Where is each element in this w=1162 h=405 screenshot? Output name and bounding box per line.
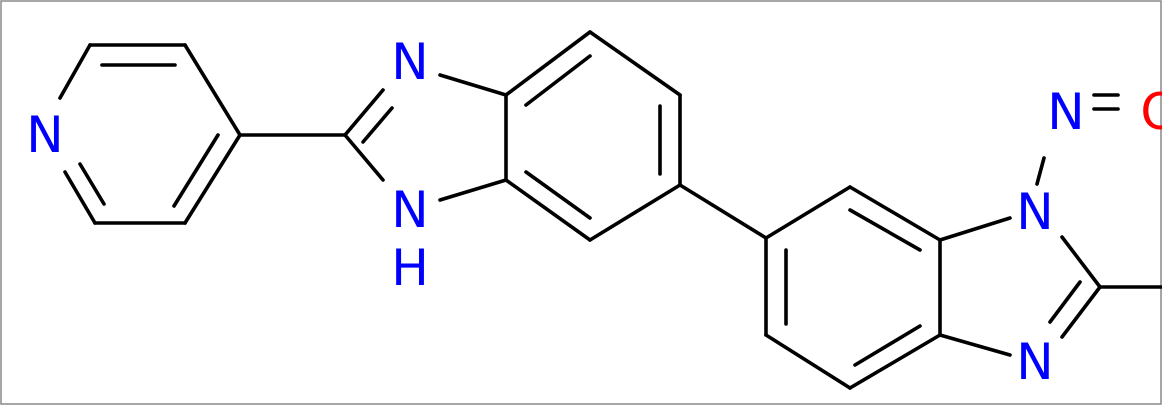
bond <box>764 333 852 390</box>
bond <box>588 183 682 242</box>
bond <box>361 106 394 144</box>
bond <box>63 170 97 225</box>
bond <box>504 30 592 97</box>
imidazole-ring-2 <box>938 216 1162 357</box>
bond <box>58 43 92 100</box>
bond <box>343 88 385 137</box>
bond <box>524 170 592 220</box>
bond <box>438 73 508 97</box>
bond <box>764 185 852 240</box>
imidazole2-n1-label: N <box>1016 183 1053 241</box>
imidazole1-nh-nitrogen-label: N <box>391 181 428 239</box>
bond <box>678 183 768 240</box>
bond <box>848 185 942 242</box>
pyridine-nitrogen-label: N <box>26 106 63 164</box>
bond <box>1060 285 1102 339</box>
bond <box>183 133 242 225</box>
bond <box>848 208 922 252</box>
bond <box>504 178 592 242</box>
bond <box>438 178 508 202</box>
bond <box>172 133 220 208</box>
pyridine-ring <box>58 43 242 225</box>
imidazole-ring-1 <box>343 73 508 202</box>
bond <box>938 216 1012 242</box>
bond <box>938 333 1012 357</box>
bond <box>853 324 922 367</box>
bond <box>1035 156 1046 186</box>
bond <box>343 133 385 182</box>
bond <box>588 30 682 97</box>
benzene-ring-2 <box>764 185 942 390</box>
bond <box>1048 280 1082 324</box>
imidazole1-nitrogen-label: N <box>391 33 428 91</box>
bond <box>183 43 242 137</box>
nitroso-oxygen-label: O <box>1140 83 1162 141</box>
bond <box>78 162 106 206</box>
bond <box>524 54 592 107</box>
benzene-ring-1 <box>504 30 682 242</box>
bond <box>848 333 942 390</box>
nitroso-nitrogen-label: N <box>1047 83 1084 141</box>
bond <box>1060 235 1102 289</box>
imidazole1-nh-hydrogen-label: H <box>391 239 429 297</box>
imidazole2-n3-label: N <box>1016 333 1053 391</box>
nitroso-group <box>1035 93 1120 186</box>
